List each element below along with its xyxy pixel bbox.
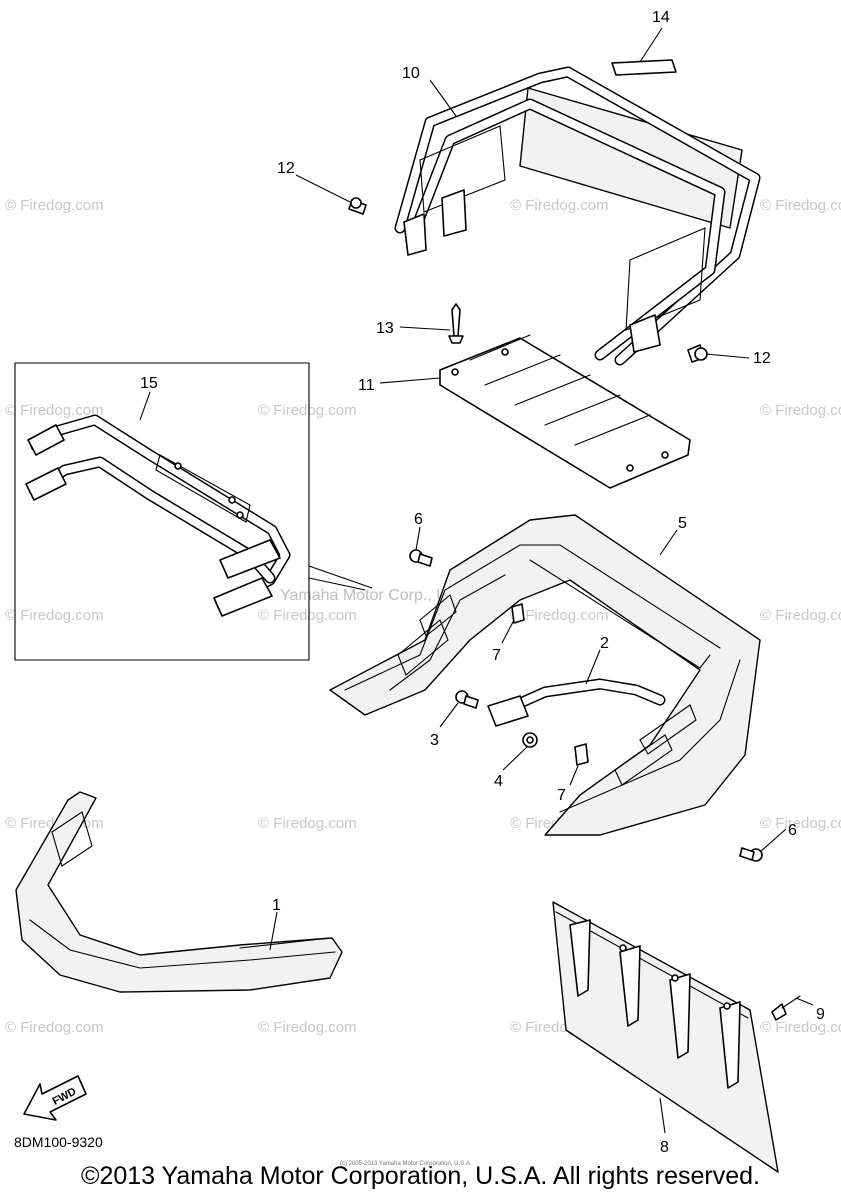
center-watermark: Yamaha Motor Corp., U.S.A. (280, 587, 482, 604)
bolt-12-right (687, 344, 708, 363)
clip-7-lower (574, 743, 589, 766)
part-10-carrier-rack (394, 66, 761, 366)
diagram-code: 8DM100-9320 (14, 1134, 103, 1150)
callout-6-upper: 6 (414, 511, 423, 528)
part-1-front-bumper (15, 791, 343, 993)
part-2-brace (487, 678, 666, 727)
callout-5: 5 (678, 515, 687, 532)
callout-12-left: 12 (277, 160, 295, 177)
callout-13: 13 (376, 320, 394, 337)
part-9-rivet (771, 995, 801, 1021)
part-14-label (611, 59, 677, 76)
watermark: © Firedog.com (5, 197, 104, 214)
watermark: © Firedog.com (258, 607, 357, 624)
watermark: © Firedog.com (258, 402, 357, 419)
bolt-6-upper (409, 549, 433, 567)
fine-print: (c) 2005-2013 Yamaha Motor Corporation, … (340, 1161, 472, 1167)
inset-frame (14, 362, 373, 661)
leader-lines (139, 27, 814, 1134)
part-13-rivet (448, 303, 464, 344)
part-8-mud-flap (552, 901, 779, 1173)
callout-6-lower: 6 (788, 822, 797, 839)
callout-4: 4 (494, 773, 503, 790)
watermark: © Firedog.com (760, 402, 841, 419)
watermark: © Firedog.com (760, 1019, 841, 1036)
callout-7-lower: 7 (557, 787, 566, 804)
watermark: © Firedog.com (760, 607, 841, 624)
watermark: © Firedog.com (5, 402, 104, 419)
part-11-plate (439, 334, 691, 489)
part-5-rear-bumper (329, 514, 761, 836)
watermark: © Firedog.com (258, 815, 357, 832)
bolt-6-lower (739, 847, 763, 862)
callout-14: 14 (652, 9, 670, 26)
watermark: © Firedog.com (5, 607, 104, 624)
watermark: © Firedog.com (510, 197, 609, 214)
clip-7-upper (511, 603, 525, 624)
watermark: © Firedog.com (258, 1019, 357, 1036)
watermark: © Firedog.com (760, 815, 841, 832)
callout-3: 3 (430, 732, 439, 749)
watermark: © Firedog.com (510, 607, 609, 624)
callout-8: 8 (660, 1139, 669, 1156)
bolt-12-left (348, 197, 367, 215)
callouts: 14 10 12 12 13 11 15 6 5 2 7 3 4 7 6 1 9… (140, 9, 825, 1156)
watermark: © Firedog.com (5, 1019, 104, 1036)
callout-11: 11 (358, 377, 375, 394)
copyright-notice: ©2013 Yamaha Motor Corporation, U.S.A. A… (81, 1162, 760, 1190)
callout-2: 2 (600, 635, 609, 652)
watermarks: © Firedog.com © Firedog.com © Firedog.co… (5, 197, 841, 1036)
nut-4 (522, 732, 538, 748)
callout-9: 9 (816, 1006, 825, 1023)
callout-7-upper: 7 (492, 647, 501, 664)
callout-10: 10 (402, 65, 420, 82)
fwd-arrow-icon: FWD (23, 1075, 87, 1121)
part-15-bracket-bar (25, 414, 291, 617)
bolt-3 (455, 690, 479, 709)
callout-1: 1 (272, 897, 281, 914)
watermark: © Firedog.com (760, 197, 841, 214)
callout-12-right: 12 (753, 350, 771, 367)
callout-15: 15 (140, 375, 158, 392)
